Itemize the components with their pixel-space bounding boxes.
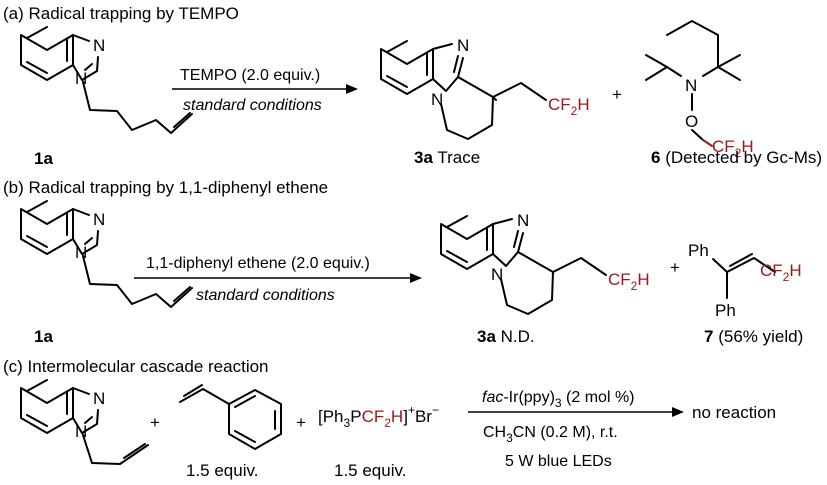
result-no-reaction: no reaction <box>692 403 776 422</box>
product-3a-structure-b <box>440 215 607 315</box>
phenyl-upper: Ph <box>688 241 709 260</box>
label-1a-b: 1a <box>34 327 53 346</box>
label-1a: 1a <box>34 149 53 168</box>
atom-n-amine: N <box>75 69 87 88</box>
salt-equiv: 1.5 equiv. <box>334 461 406 480</box>
phenyl-lower: Ph <box>715 301 736 320</box>
atom-n-imine-c: N <box>93 389 105 408</box>
conditions-b: standard conditions <box>196 287 335 304</box>
cf2h-group-3a: CF2H <box>548 95 590 118</box>
panel-b-header: (b) Radical trapping by 1,1-diphenyl eth… <box>3 178 328 197</box>
label-3a-nd: 3a N.D. <box>477 327 535 346</box>
light-conditions: 5 W blue LEDs <box>505 453 612 470</box>
atom-n-tempo: N <box>685 76 697 95</box>
label-7-yield: 7 (56% yield) <box>704 327 803 346</box>
atom-n-amine-3a-b: N <box>491 265 503 284</box>
label-3a-trace: 3a Trace <box>414 148 480 167</box>
label-6-detected: 6 (Detected by Gc-Ms) <box>651 148 822 167</box>
panel-c-header: (c) Intermolecular cascade reaction <box>3 357 269 376</box>
cf2h-group-6: CF2H <box>712 137 754 160</box>
catalyst-conditions: fac-Ir(ppy)3 (2 mol %) <box>482 389 635 410</box>
plus-sign-c1: + <box>150 413 160 432</box>
plus-sign-b: + <box>670 258 680 277</box>
n-allyl-benzimidazole-structure <box>20 379 149 465</box>
tempo-adduct-6-structure <box>645 20 741 147</box>
conditions-a: standard conditions <box>183 97 322 114</box>
substrate-1a-structure-b <box>20 200 193 308</box>
panel-a-header: (a) Radical trapping by TEMPO <box>3 4 239 23</box>
substrate-1a-structure <box>20 26 193 134</box>
reagent-b: 1,1-diphenyl ethene (2.0 equiv.) <box>146 255 370 272</box>
phosphonium-salt: [Ph3PCF2H]+Br− <box>318 403 439 430</box>
atom-n-imine: N <box>93 36 105 55</box>
product-3a-structure <box>380 40 547 140</box>
styrene-structure <box>179 384 282 450</box>
plus-sign-a: + <box>612 85 622 104</box>
cf2h-group-7: CF2H <box>760 261 802 284</box>
atom-o-tempo: O <box>685 112 698 131</box>
atom-n-imine-3a-b: N <box>517 211 529 230</box>
atom-n-amine-b: N <box>75 243 87 262</box>
product-7-structure <box>712 253 776 299</box>
atom-n-amine-3a: N <box>431 90 443 109</box>
atom-n-amine-c: N <box>75 422 87 441</box>
reagent-a: TEMPO (2.0 equiv.) <box>180 67 320 84</box>
atom-n-imine-b: N <box>93 210 105 229</box>
solvent-conditions: CH3CN (0.2 M), r.t. <box>483 424 618 445</box>
styrene-equiv: 1.5 equiv. <box>186 461 258 480</box>
atom-n-imine-3a: N <box>457 36 469 55</box>
plus-sign-c2: + <box>296 413 306 432</box>
cf2h-group-3a-b: CF2H <box>608 270 650 293</box>
